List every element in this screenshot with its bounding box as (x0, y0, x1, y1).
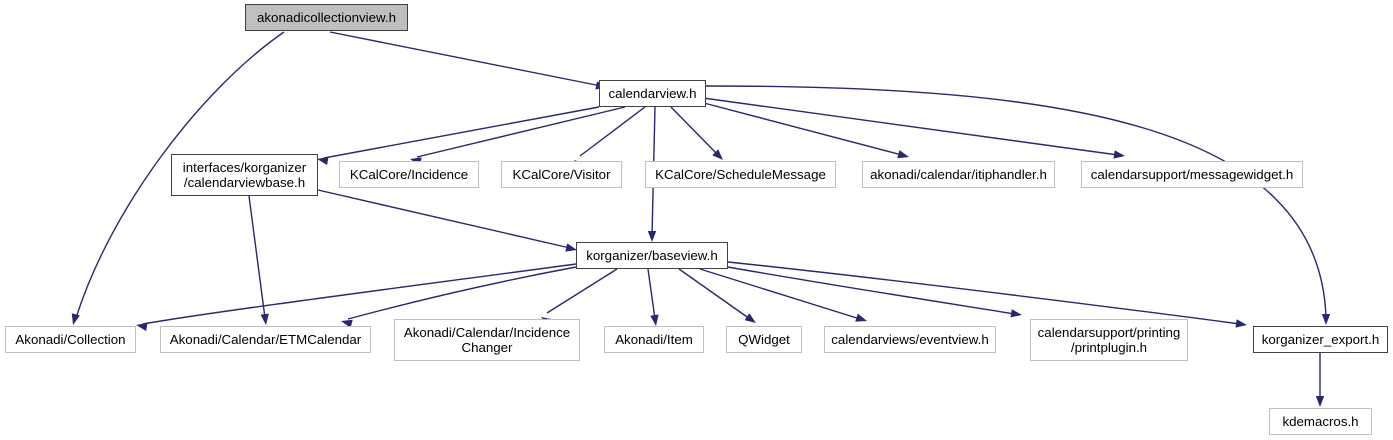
graph-node-messagewidget[interactable]: calendarsupport/messagewidget.h (1081, 161, 1303, 188)
edge-baseview-korganizer-export (727, 261, 1247, 328)
edge-baseview-eventview (699, 268, 867, 322)
graph-node-eventview[interactable]: calendarviews/eventview.h (824, 326, 996, 353)
edge-calendarview-calendarviewbase (317, 106, 600, 166)
edge-calendarview-kcalcore-schedulemsg (670, 106, 723, 160)
edge-calendarview-korganizer-export (705, 85, 1331, 325)
graph-node-kcalcore-incidence[interactable]: KCalCore/Incidence (339, 161, 479, 188)
edge-calendarview-itiphandler (699, 101, 909, 159)
graph-node-qwidget[interactable]: QWidget (726, 326, 802, 353)
edge-akonadicollectionview-calendarview (329, 31, 607, 90)
graph-node-akonadi-item[interactable]: Akonadi/Item (604, 326, 704, 353)
graph-node-kdemacros[interactable]: kdemacros.h (1269, 408, 1372, 435)
graph-node-korganizer-export[interactable]: korganizer_export.h (1253, 326, 1388, 353)
graph-node-itiphandler[interactable]: akonadi/calendar/itiphandler.h (862, 161, 1055, 188)
edge-calendarview-messagewidget (702, 97, 1125, 159)
edge-baseview-etmcalendar (341, 266, 577, 328)
graph-node-etmcalendar[interactable]: Akonadi/Calendar/ETMCalendar (160, 326, 371, 353)
graph-node-akonadicollectionview[interactable]: akonadicollectionview.h (245, 4, 408, 31)
graph-node-calendarview[interactable]: calendarview.h (599, 80, 706, 107)
edge-calendarviewbase-baseview (317, 189, 577, 252)
graph-node-incidencechanger[interactable]: Akonadi/Calendar/Incidence Changer (394, 319, 580, 361)
edge-korganizer-export-kdemacros (1315, 353, 1325, 407)
graph-node-printplugin[interactable]: calendarsupport/printing /printplugin.h (1030, 319, 1188, 361)
graph-node-akonadi-collection[interactable]: Akonadi/Collection (5, 326, 136, 353)
edge-baseview-printplugin (721, 265, 1022, 318)
edge-baseview-incidencechanger (541, 268, 618, 327)
edge-baseview-akonadi-item (647, 268, 659, 326)
graph-node-kcalcore-schedulemsg[interactable]: KCalCore/ScheduleMessage (645, 161, 836, 188)
edge-akonadicollectionview-akonadi-collection (71, 31, 285, 325)
edge-baseview-akonadi-collection (136, 263, 577, 332)
edge-calendarviewbase-etmcalendar (248, 195, 269, 325)
graph-node-calendarviewbase[interactable]: interfaces/korganizer /calendarviewbase.… (171, 154, 318, 196)
edge-baseview-qwidget (678, 268, 756, 323)
graph-node-kcalcore-visitor[interactable]: KCalCore/Visitor (501, 161, 622, 188)
graph-node-baseview[interactable]: korganizer/baseview.h (576, 242, 728, 269)
